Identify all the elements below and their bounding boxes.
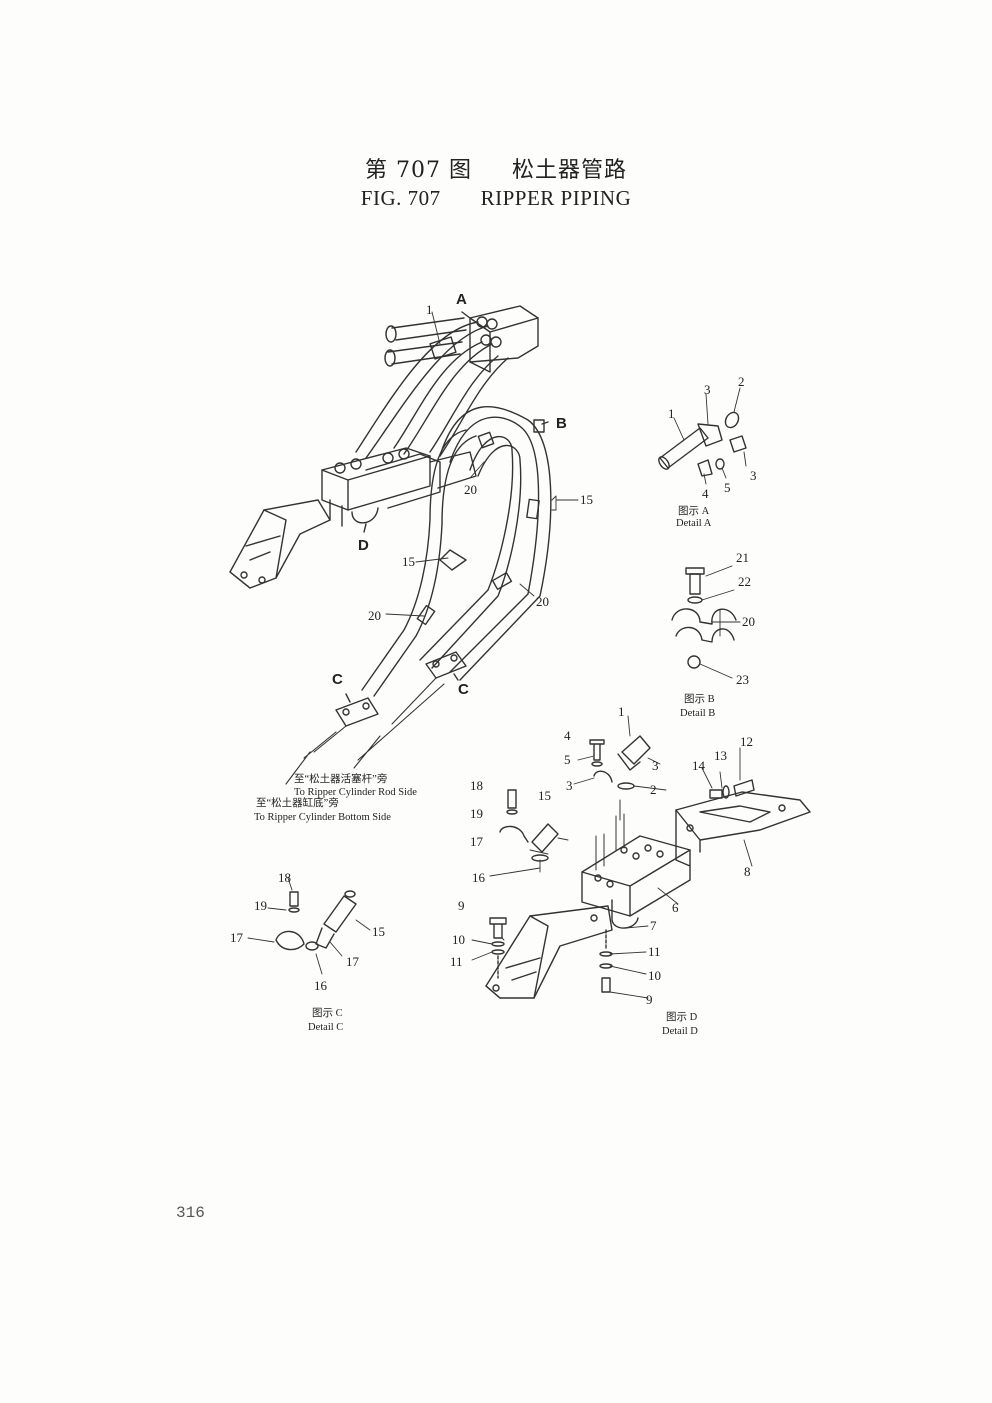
detail-d-caption-en: Detail D [662, 1026, 698, 1037]
view-c-callout-left: C [332, 671, 343, 688]
part-number-4: 4 [702, 486, 709, 501]
part-number-23: 23 [736, 672, 749, 687]
part-number-16: 16 [472, 870, 486, 885]
part-number-10: 10 [452, 932, 465, 947]
detail-a-caption-cn: 图示 A [678, 505, 710, 517]
detail-a-caption-en: Detail A [676, 518, 712, 529]
detail-b-drawing [671, 565, 741, 679]
part-number-18: 18 [278, 870, 291, 885]
detail-c-caption-en: Detail C [308, 1022, 343, 1033]
part-number-19: 19 [470, 806, 483, 821]
part-number-10: 10 [648, 968, 661, 983]
detail-a-drawing [658, 387, 747, 485]
part-number-2: 2 [650, 782, 657, 797]
part-number-1: 1 [426, 302, 433, 317]
figure-name-cn: 松土器管路 [511, 158, 627, 183]
part-number-20: 20 [368, 608, 381, 623]
figure-title-english: FIG. 707 RIPPER PIPING [0, 186, 992, 211]
view-d-callout: D [358, 537, 369, 554]
part-number-5: 5 [724, 480, 731, 495]
part-number-14: 14 [692, 758, 706, 773]
rod-side-note-cn: 至“松土器活塞杆”旁 [294, 772, 387, 785]
detail-d-caption-cn: 图示 D [666, 1011, 698, 1023]
part-number-17: 17 [230, 930, 244, 945]
part-number-19: 19 [254, 898, 267, 913]
detail-b-caption-en: Detail B [680, 708, 715, 719]
part-number-3: 3 [566, 778, 573, 793]
part-number-20: 20 [742, 614, 755, 629]
part-number-20: 20 [464, 482, 477, 497]
detail-c-drawing [247, 877, 371, 975]
part-number-9: 9 [458, 898, 465, 913]
part-number-1: 1 [618, 704, 625, 719]
part-number-5: 5 [564, 752, 571, 767]
rod-side-note-en: To Ripper Cylinder Rod Side [294, 787, 417, 798]
figure-name-en: RIPPER PIPING [480, 186, 632, 210]
part-number-4: 4 [564, 728, 571, 743]
figure-number-en: FIG. 707 [360, 186, 441, 210]
part-number-20: 20 [536, 594, 549, 609]
view-c-callout-right: C [458, 681, 469, 698]
view-a-callout: A [456, 291, 467, 308]
part-number-12: 12 [740, 734, 753, 749]
part-number-1: 1 [668, 406, 675, 421]
part-number-11: 11 [450, 954, 463, 969]
part-number-11: 11 [648, 944, 661, 959]
detail-d-drawing [471, 715, 811, 999]
part-number-15: 15 [372, 924, 385, 939]
detail-c-caption-cn: 图示 C [312, 1007, 343, 1019]
part-number-18: 18 [470, 778, 483, 793]
figure-number-cn: 第 707 图 [365, 158, 472, 183]
part-number-21: 21 [736, 550, 749, 565]
main-assembly [229, 305, 579, 785]
part-number-2: 2 [738, 374, 745, 389]
view-b-callout: B [556, 415, 567, 432]
part-number-9: 9 [646, 992, 653, 1007]
part-number-3: 3 [750, 468, 757, 483]
part-number-15: 15 [538, 788, 551, 803]
part-number-16: 16 [314, 978, 328, 993]
part-number-17: 17 [346, 954, 360, 969]
part-number-22: 22 [738, 574, 751, 589]
figure-title-chinese: 第 707 图 松土器管路 [0, 152, 992, 184]
bottom-side-note-en: To Ripper Cylinder Bottom Side [254, 812, 391, 823]
bottom-side-note-cn: 至“松土器缸底”旁 [256, 796, 339, 809]
part-number-3: 3 [704, 382, 711, 397]
part-number-15: 15 [580, 492, 593, 507]
part-number-7: 7 [650, 918, 657, 933]
part-number-15: 15 [402, 554, 415, 569]
part-number-3: 3 [652, 758, 659, 773]
detail-b-caption-cn: 图示 B [684, 693, 715, 705]
part-number-6: 6 [672, 900, 679, 915]
part-number-13: 13 [714, 748, 727, 763]
part-number-17: 17 [470, 834, 484, 849]
part-number-8: 8 [744, 864, 751, 879]
page-number: 316 [176, 1204, 205, 1222]
